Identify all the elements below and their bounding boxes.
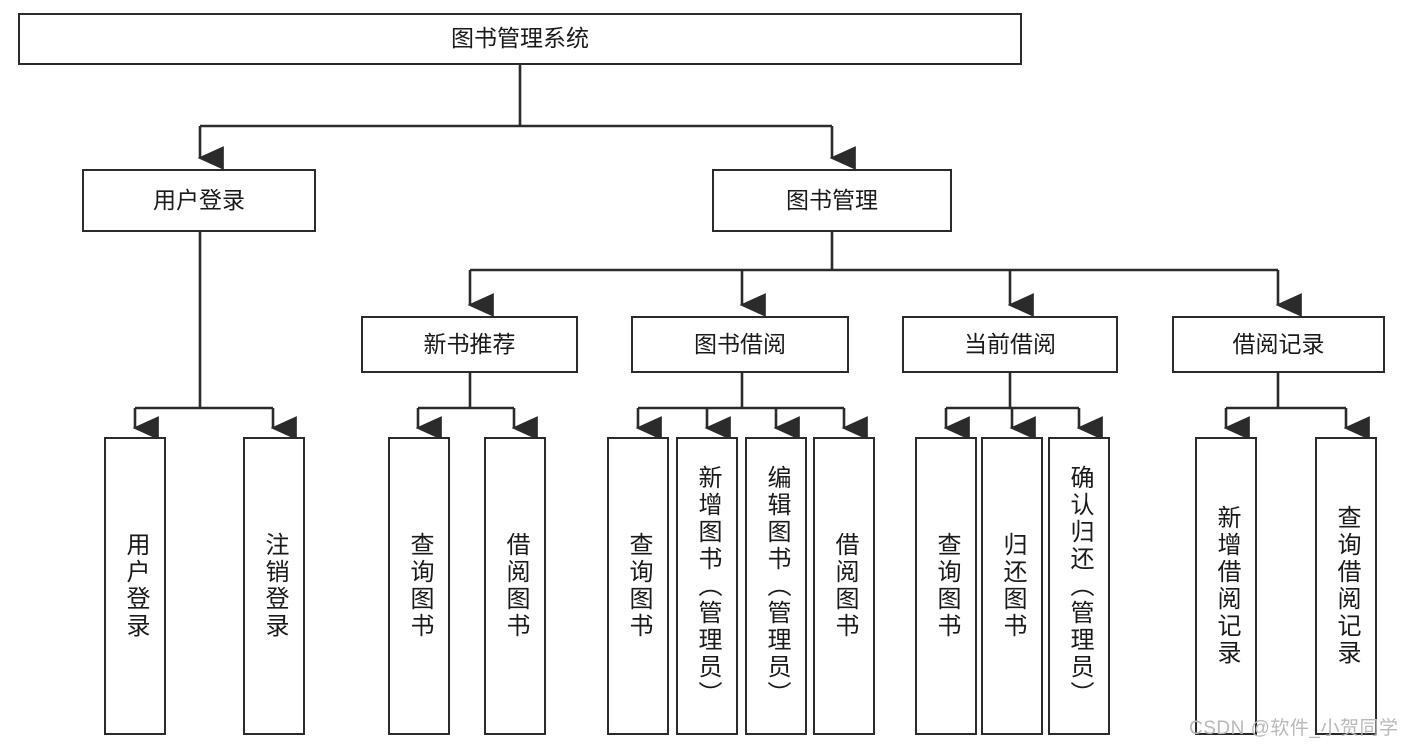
node-label: 借阅图书	[831, 532, 858, 640]
leaf-borrow-add-book-admin[interactable]: 新增图书（管理员）	[676, 437, 738, 735]
leaf-borrow-edit-book-admin[interactable]: 编辑图书（管理员）	[745, 437, 807, 735]
node-label: 图书借阅	[694, 330, 786, 357]
leaf-borrow-query-book[interactable]: 查询图书	[607, 437, 669, 735]
node-book-borrow[interactable]: 图书借阅	[631, 316, 849, 373]
node-label: 注销登录	[261, 532, 288, 640]
node-label: 当前借阅	[964, 330, 1056, 357]
node-current-borrow[interactable]: 当前借阅	[902, 316, 1118, 373]
node-label: 用户登录	[153, 186, 245, 213]
node-label: 新增借阅记录	[1213, 505, 1240, 667]
leaf-record-query-record[interactable]: 查询借阅记录	[1315, 437, 1377, 735]
node-label: 新书推荐	[423, 330, 516, 357]
node-root-system[interactable]: 图书管理系统	[18, 13, 1022, 65]
node-book-management[interactable]: 图书管理	[712, 169, 952, 232]
leaf-recommend-borrow-book[interactable]: 借阅图书	[484, 437, 546, 735]
leaf-borrow-borrow-book[interactable]: 借阅图书	[813, 437, 875, 735]
node-label: 查询图书	[933, 532, 960, 640]
node-label: 归还图书	[999, 532, 1026, 640]
node-label: 图书管理	[786, 186, 878, 213]
node-label: 新增图书（管理员）	[694, 464, 721, 708]
node-label: 借阅记录	[1232, 330, 1325, 357]
leaf-current-return-book[interactable]: 归还图书	[981, 437, 1043, 735]
node-user-login[interactable]: 用户登录	[82, 169, 316, 232]
leaf-record-add-record[interactable]: 新增借阅记录	[1195, 437, 1257, 735]
csdn-watermark: CSDN @软件_小贺同学	[1189, 718, 1399, 739]
node-label: 查询图书	[625, 532, 652, 640]
node-new-book-recommend[interactable]: 新书推荐	[361, 316, 578, 373]
node-label: 用户登录	[122, 532, 149, 640]
node-label: 图书管理系统	[451, 25, 589, 52]
node-borrow-record[interactable]: 借阅记录	[1172, 316, 1385, 373]
node-label: 编辑图书（管理员）	[763, 464, 790, 708]
leaf-user-login-signin[interactable]: 用户登录	[104, 437, 166, 735]
node-label: 查询图书	[406, 532, 433, 640]
leaf-current-confirm-return-admin[interactable]: 确认归还（管理员）	[1048, 437, 1110, 735]
leaf-current-query-book[interactable]: 查询图书	[915, 437, 977, 735]
leaf-user-login-signout[interactable]: 注销登录	[243, 437, 305, 735]
leaf-recommend-query-book[interactable]: 查询图书	[388, 437, 450, 735]
node-label: 查询借阅记录	[1333, 505, 1360, 667]
node-label: 确认归还（管理员）	[1066, 464, 1093, 708]
node-label: 借阅图书	[502, 532, 529, 640]
